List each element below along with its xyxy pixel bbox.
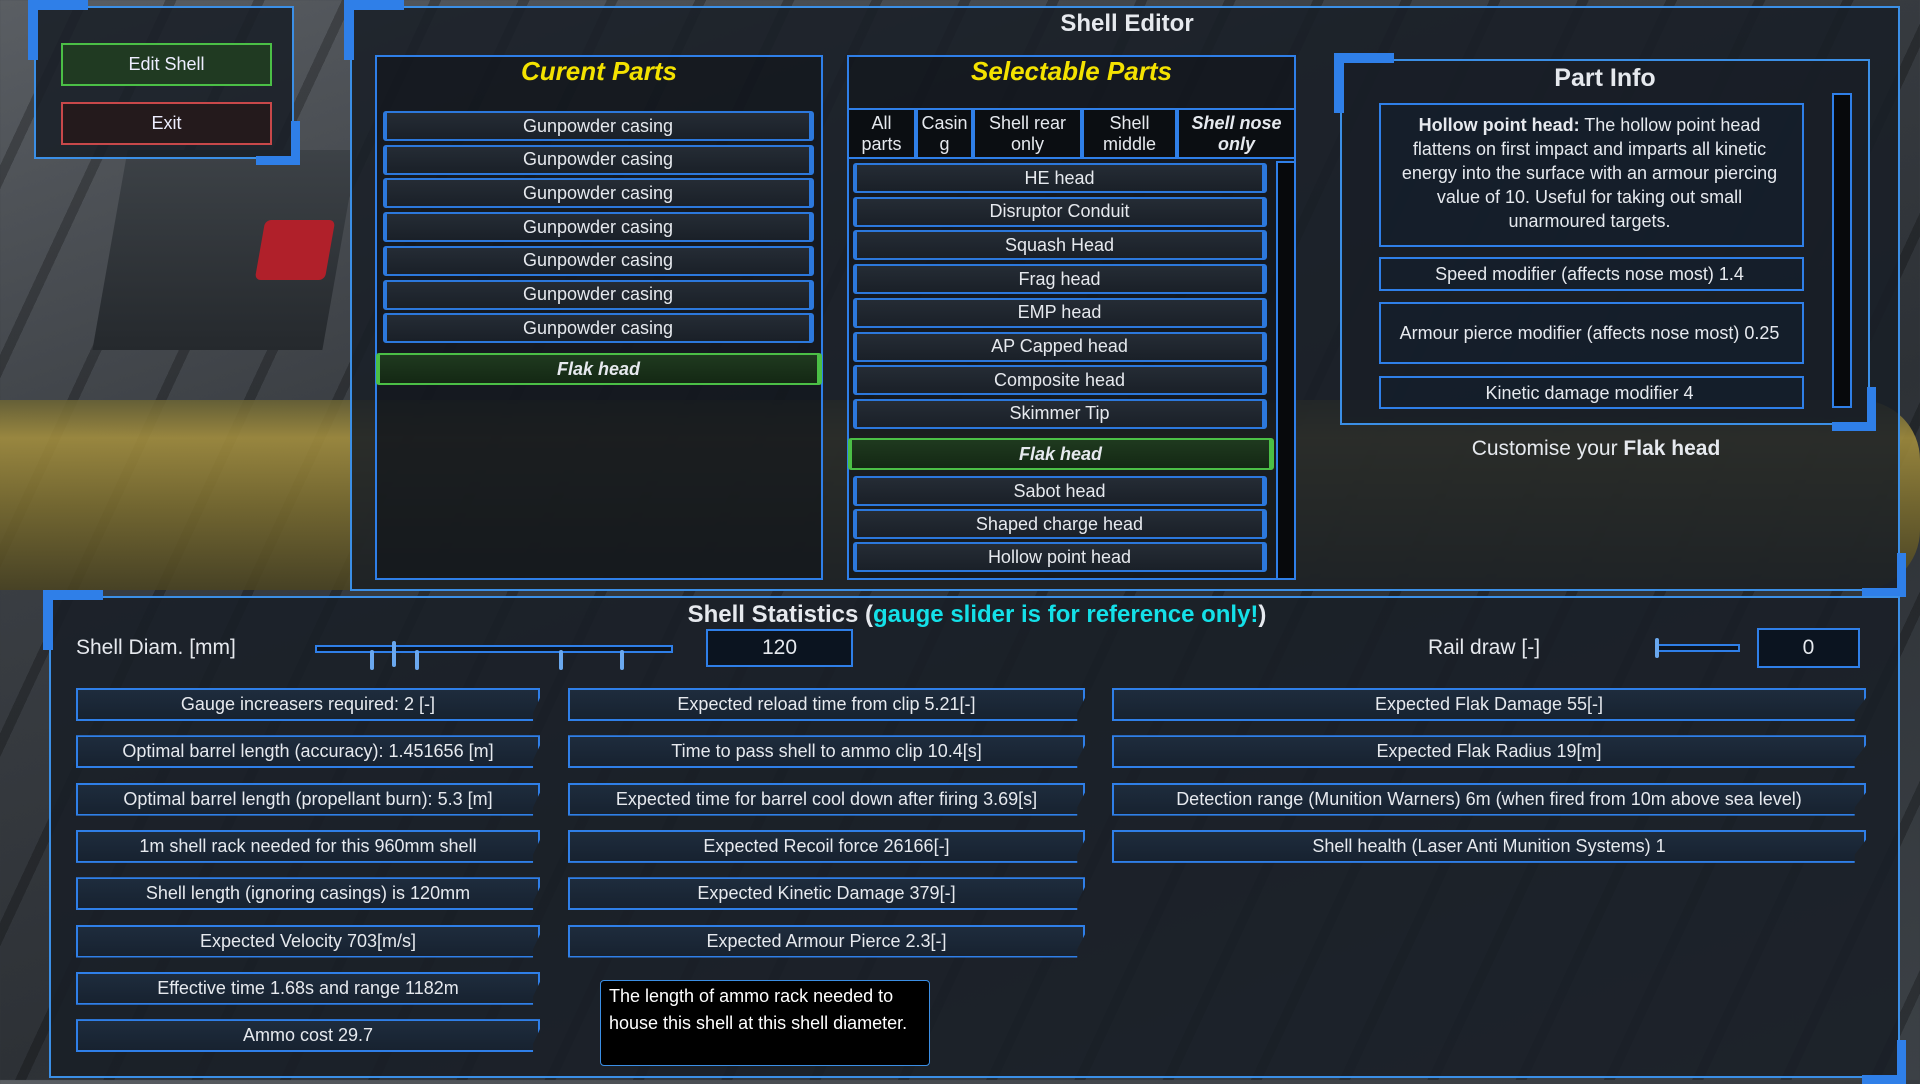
exit-button[interactable]: Exit xyxy=(61,102,272,145)
selectable-part-item[interactable]: EMP head xyxy=(853,297,1267,328)
slider-handle[interactable] xyxy=(392,641,396,667)
stat-col2-row: Time to pass shell to ammo clip 10.4[s] xyxy=(568,735,1085,769)
current-part-item[interactable]: Gunpowder casing xyxy=(383,111,814,141)
shell-diameter-slider[interactable] xyxy=(315,645,673,653)
tab-all-parts[interactable]: All parts xyxy=(847,108,916,159)
current-part-selected[interactable]: Flak head xyxy=(376,353,822,385)
current-part-item[interactable]: Gunpowder casing xyxy=(383,245,814,276)
turret-model xyxy=(92,150,358,350)
stat-col2-row: Expected Armour Pierce 2.3[-] xyxy=(568,924,1085,958)
part-description-text: The hollow point head flattens on first … xyxy=(1401,115,1778,231)
selectable-part-item[interactable]: Frag head xyxy=(853,264,1267,295)
rail-draw-handle[interactable] xyxy=(1655,638,1659,658)
selectable-part-item[interactable]: Composite head xyxy=(853,365,1267,396)
stat-col2-row: Expected reload time from clip 5.21[-] xyxy=(568,688,1085,721)
stat-col3-row: Expected Flak Radius 19[m] xyxy=(1112,735,1866,769)
tab-casin-g[interactable]: Casin g xyxy=(916,108,973,159)
current-part-item[interactable]: Gunpowder casing xyxy=(383,279,814,310)
stat-col1-row: Expected Velocity 703[m/s] xyxy=(76,924,540,958)
current-parts-title: Curent Parts xyxy=(520,56,678,86)
rail-draw-input[interactable]: 0 xyxy=(1757,628,1860,668)
kinetic-damage-modifier: Kinetic damage modifier 4 xyxy=(1379,376,1804,409)
part-description: Hollow point head: The hollow point head… xyxy=(1379,103,1804,247)
tab-shell-rear-only[interactable]: Shell rear only xyxy=(973,108,1082,159)
slider-marker xyxy=(370,650,374,670)
stat-col1-row: Effective time 1.68s and range 1182m xyxy=(76,971,540,1005)
tooltip: The length of ammo rack needed to house … xyxy=(600,980,930,1066)
stats-title-a: Shell Statistics ( xyxy=(687,601,873,628)
stat-col3-row: Detection range (Munition Warners) 6m (w… xyxy=(1112,782,1866,816)
customise-part: Flak head xyxy=(1623,437,1721,460)
stat-col1-row: Optimal barrel length (propellant burn):… xyxy=(76,782,540,816)
selectable-part-item[interactable]: Squash Head xyxy=(853,230,1267,261)
selectable-part-item[interactable]: Shaped charge head xyxy=(853,509,1267,539)
stat-col1-row: Shell length (ignoring casings) is 120mm xyxy=(76,877,540,911)
stats-title-note: gauge slider is for reference only! xyxy=(872,601,1259,628)
customise-label: Customise your Flak head xyxy=(1396,437,1796,461)
stat-col2-row: Expected Kinetic Damage 379[-] xyxy=(568,877,1085,911)
selectable-part-item[interactable]: Disruptor Conduit xyxy=(853,196,1267,227)
selectable-part-item[interactable]: Hollow point head xyxy=(853,542,1267,572)
stat-col3-row: Expected Flak Damage 55[-] xyxy=(1112,688,1866,721)
selectable-part-item[interactable]: HE head xyxy=(853,163,1267,193)
stat-col1-row: Optimal barrel length (accuracy): 1.4516… xyxy=(76,735,540,769)
shell-diameter-label: Shell Diam. [mm] xyxy=(76,636,236,659)
selectable-part-item[interactable]: Skimmer Tip xyxy=(853,398,1267,429)
stat-col2-row: Expected time for barrel cool down after… xyxy=(568,782,1085,816)
tab-shell-nose-only[interactable]: Shell nose only xyxy=(1177,108,1296,159)
stat-col1-row: 1m shell rack needed for this 960mm shel… xyxy=(76,829,540,863)
selectable-parts-scrollbar[interactable] xyxy=(1276,161,1296,580)
current-part-item[interactable]: Gunpowder casing xyxy=(383,178,814,209)
selectable-part-selected[interactable]: Flak head xyxy=(848,438,1274,470)
part-description-name: Hollow point head: xyxy=(1418,115,1580,135)
rail-draw-slider[interactable] xyxy=(1655,644,1740,652)
stat-col3-row: Shell health (Laser Anti Munition System… xyxy=(1112,829,1866,863)
stats-title-c: ) xyxy=(1258,601,1267,628)
edit-shell-button[interactable]: Edit Shell xyxy=(61,43,272,86)
rail-draw-label: Rail draw [-] xyxy=(1428,636,1541,659)
shell-statistics-title: Shell Statistics (gauge slider is for re… xyxy=(577,601,1377,629)
slider-marker xyxy=(559,650,563,670)
current-part-item[interactable]: Gunpowder casing xyxy=(383,313,814,344)
shell-diameter-input[interactable]: 120 xyxy=(706,629,853,667)
shell-editor-title: Shell Editor xyxy=(1060,10,1194,37)
customise-prefix: Customise your xyxy=(1471,437,1624,460)
selectable-parts-title: Selectable Parts xyxy=(971,56,1172,86)
stat-col2-row: Expected Recoil force 26166[-] xyxy=(568,829,1085,863)
slider-marker xyxy=(415,650,419,670)
stat-col1-row: Ammo cost 29.7 xyxy=(76,1019,540,1053)
slider-marker xyxy=(620,650,624,670)
current-part-item[interactable]: Gunpowder casing xyxy=(383,144,814,175)
tab-shell-middle[interactable]: Shell middle xyxy=(1082,108,1177,159)
stat-col1-row: Gauge increasers required: 2 [-] xyxy=(76,688,540,721)
current-part-item[interactable]: Gunpowder casing xyxy=(383,212,814,243)
part-info-scrollbar[interactable] xyxy=(1832,93,1852,408)
part-info-title: Part Info xyxy=(1554,64,1656,92)
selectable-part-item[interactable]: AP Capped head xyxy=(853,331,1267,362)
selectable-part-item[interactable]: Sabot head xyxy=(853,476,1267,506)
speed-modifier: Speed modifier (affects nose most) 1.4 xyxy=(1379,257,1804,291)
armour-pierce-modifier: Armour pierce modifier (affects nose mos… xyxy=(1379,302,1804,364)
